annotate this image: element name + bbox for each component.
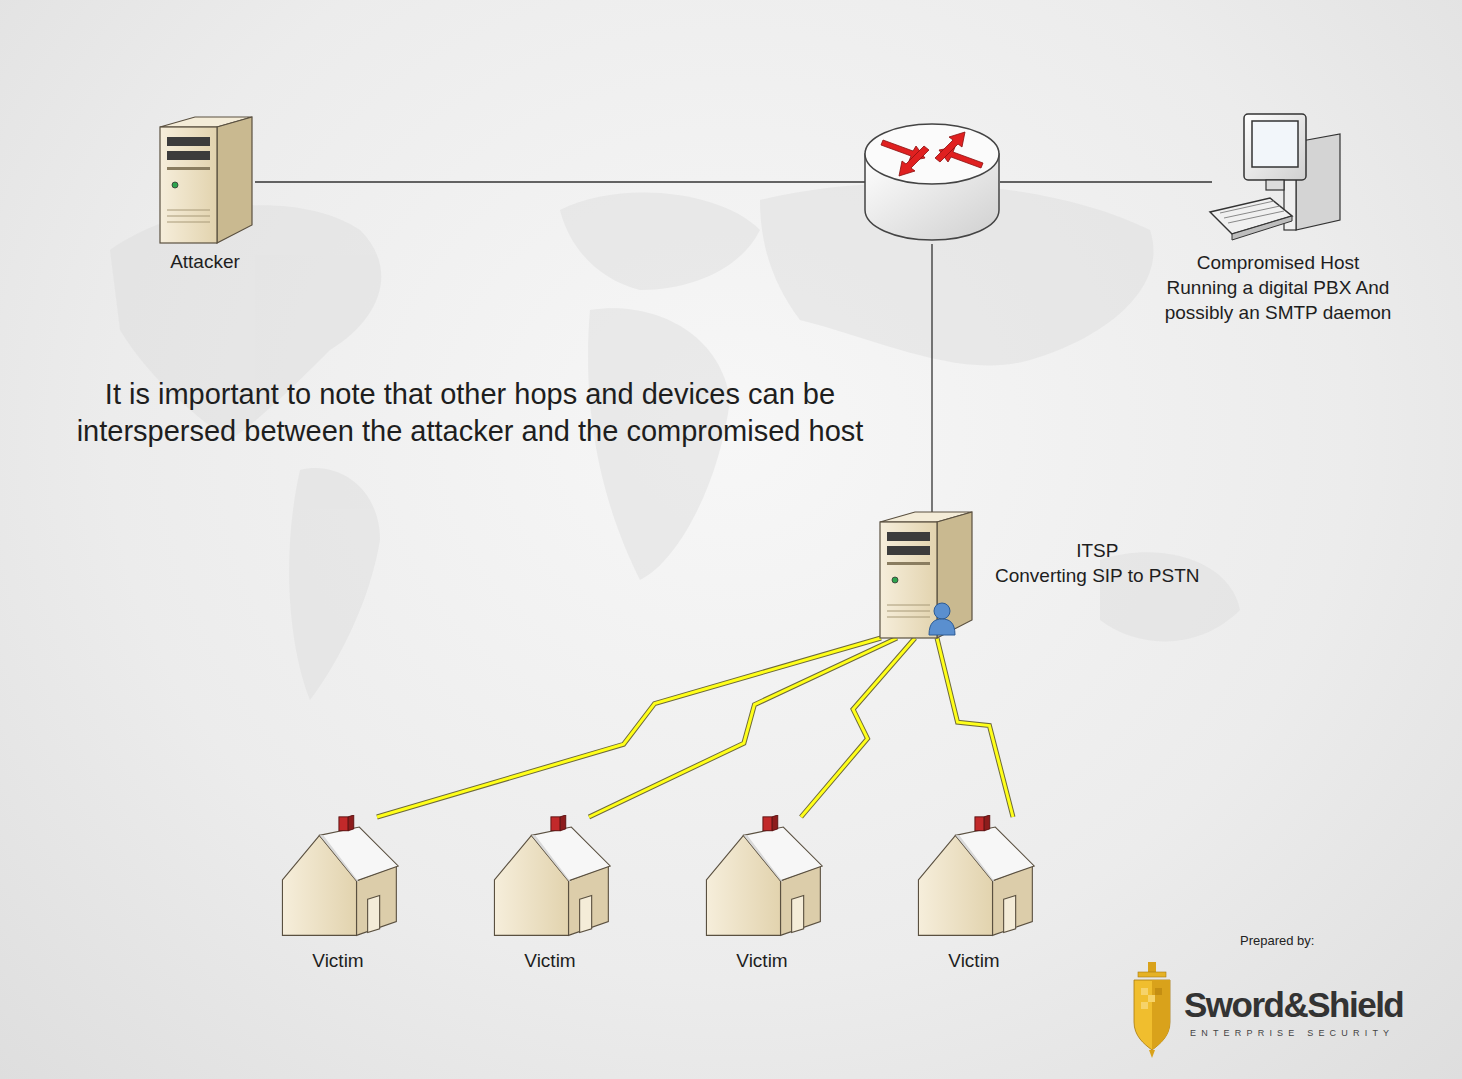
node-label: Victim bbox=[736, 948, 787, 973]
device-icon bbox=[909, 815, 1039, 940]
link-core bbox=[377, 638, 881, 817]
network-link bbox=[255, 181, 866, 182]
user-icon bbox=[927, 602, 957, 636]
lightning-link bbox=[589, 638, 897, 817]
lightning-link bbox=[377, 638, 881, 817]
node-label: Compromised Host bbox=[1197, 250, 1360, 275]
icon-holder bbox=[273, 815, 403, 940]
node-description: Converting SIP to PSTN bbox=[995, 563, 1200, 588]
text-group: Attacker bbox=[170, 249, 240, 274]
link-outline bbox=[937, 638, 1013, 817]
network-link bbox=[931, 244, 932, 516]
device-icon bbox=[697, 815, 827, 940]
link-outline bbox=[589, 638, 897, 817]
house-node: Victim bbox=[904, 815, 1044, 973]
icon-holder bbox=[697, 815, 827, 940]
icon-holder bbox=[485, 815, 615, 940]
text-group: Victim bbox=[948, 948, 999, 973]
text-group: Victim bbox=[312, 948, 363, 973]
house-node: Victim bbox=[268, 815, 408, 973]
lightning-link bbox=[801, 638, 915, 817]
house-node: Victim bbox=[480, 815, 620, 973]
device-icon bbox=[1208, 112, 1348, 244]
device-icon bbox=[273, 815, 403, 940]
icon-holder bbox=[155, 115, 255, 245]
text-group: Victim bbox=[524, 948, 575, 973]
icon-holder bbox=[909, 815, 1039, 940]
node-description: Running a digital PBX And possibly an SM… bbox=[1133, 275, 1423, 325]
node-label: Victim bbox=[524, 948, 575, 973]
logo-wordmark: Sword&Shield bbox=[1184, 985, 1454, 1025]
logo-mark bbox=[1134, 962, 1170, 1058]
logo-tagline: ENTERPRISE SECURITY bbox=[1190, 1027, 1450, 1039]
network-links bbox=[255, 182, 1212, 516]
note-text: It is important to note that other hops … bbox=[70, 376, 870, 450]
provider-node: ITSPConverting SIP to PSTN bbox=[875, 510, 1255, 640]
link-outline bbox=[377, 638, 881, 817]
text-group: Victim bbox=[736, 948, 787, 973]
network-link bbox=[1000, 181, 1212, 182]
server-node: Attacker bbox=[140, 115, 270, 274]
text-group: ITSPConverting SIP to PSTN bbox=[995, 538, 1200, 588]
router-symbol bbox=[865, 124, 999, 240]
link-core bbox=[801, 638, 915, 817]
node-label: Attacker bbox=[170, 249, 240, 274]
link-outline bbox=[801, 638, 915, 817]
link-core bbox=[937, 638, 1013, 817]
link-core bbox=[589, 638, 897, 817]
text-group: Compromised HostRunning a digital PBX An… bbox=[1133, 250, 1423, 325]
icon-holder bbox=[1208, 112, 1348, 244]
device-icon bbox=[485, 815, 615, 940]
node-label: Victim bbox=[312, 948, 363, 973]
house-node: Victim bbox=[692, 815, 832, 973]
icon-holder bbox=[875, 510, 975, 640]
lightning-link bbox=[937, 638, 1013, 817]
device-icon bbox=[155, 115, 255, 245]
host-node: Compromised HostRunning a digital PBX An… bbox=[1098, 112, 1458, 325]
device-icon bbox=[875, 510, 975, 640]
node-label: ITSP bbox=[1076, 538, 1118, 563]
prepared-by-text: Prepared by: bbox=[1240, 933, 1360, 949]
node-label: Victim bbox=[948, 948, 999, 973]
